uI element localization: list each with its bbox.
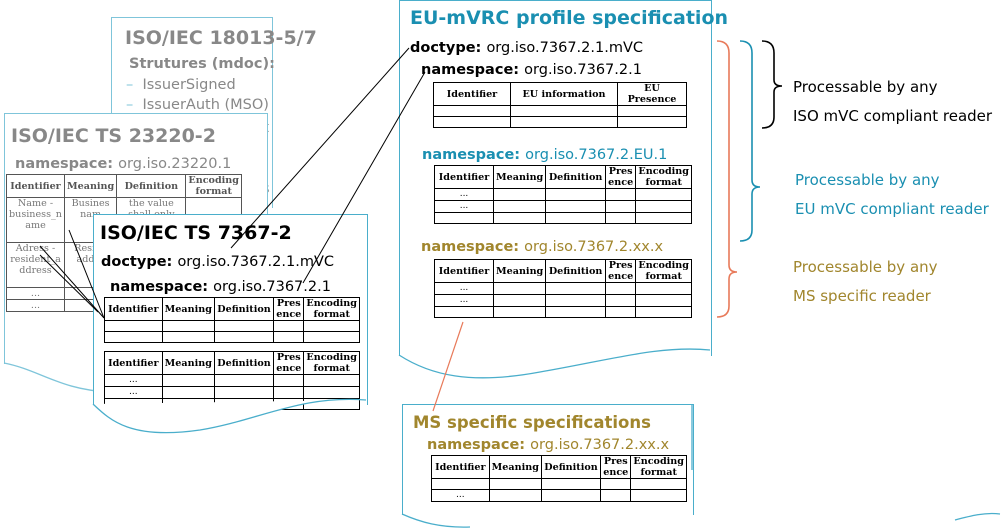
namespace-line: namespace: org.iso.7367.2.1	[110, 279, 331, 295]
note-ms: Processable by any MS specific reader	[793, 258, 938, 305]
namespace-line: namespace: org.iso.7367.2.1	[421, 62, 642, 78]
iso-brace	[761, 40, 783, 129]
doc-7367-table-2: Identifier Meaning Definition Pres ence …	[104, 351, 360, 410]
doc-iso-7367: ISO/IEC TS 7367-2 doctype: org.iso.7367.…	[93, 214, 368, 410]
structures-label: Strutures (mdoc):	[129, 56, 275, 72]
eu-brace	[739, 40, 761, 242]
doc-title: MS specific specifications	[413, 413, 651, 432]
doc-ms-specific: MS specific specifications namespace: or…	[402, 404, 694, 515]
doc-title: ISO/IEC TS 7367-2	[100, 222, 292, 244]
namespace-line: namespace: org.iso.7367.2.xx.x	[427, 437, 670, 453]
doc-title: EU-mVRC profile specification	[410, 7, 729, 29]
note-iso: Processable by any ISO mVC compliant rea…	[793, 78, 993, 125]
doctype-line: doctype: org.iso.7367.2.1.mVC	[410, 40, 643, 56]
eu-table: Identifier Meaning Definition Pres ence …	[433, 165, 692, 224]
eu-namespace-line: namespace: org.iso.7367.2.EU.1	[422, 147, 668, 163]
doctype-line: doctype: org.iso.7367.2.1.mVC	[101, 254, 334, 270]
ms-table-in-eu: Identifier Meaning Definition Pres ence …	[433, 259, 692, 318]
doc-title: ISO/IEC TS 23220-2	[11, 125, 216, 147]
doc-eu-mvrc: EU-mVRC profile specification doctype: o…	[399, 0, 728, 356]
doc-title: ISO/IEC 18013-5/7	[125, 27, 317, 49]
ms-table: Identifier Meaning Definition Pres ence …	[431, 455, 687, 502]
ms-namespace-line: namespace: org.iso.7367.2.xx.x	[421, 239, 664, 255]
note-eu: Processable by any EU mVC compliant read…	[795, 171, 989, 218]
eu-iso-table: Identifier EU information EU Presence	[433, 82, 687, 128]
structure-item: – IssuerAuth (MSO)	[126, 97, 269, 113]
structure-item: – IssuerSigned	[126, 77, 236, 93]
namespace-line: namespace: org.iso.23220.1	[15, 156, 232, 172]
ms-brace	[716, 40, 738, 318]
doc-7367-table-1: Identifier Meaning Definition Pres ence …	[104, 297, 360, 343]
